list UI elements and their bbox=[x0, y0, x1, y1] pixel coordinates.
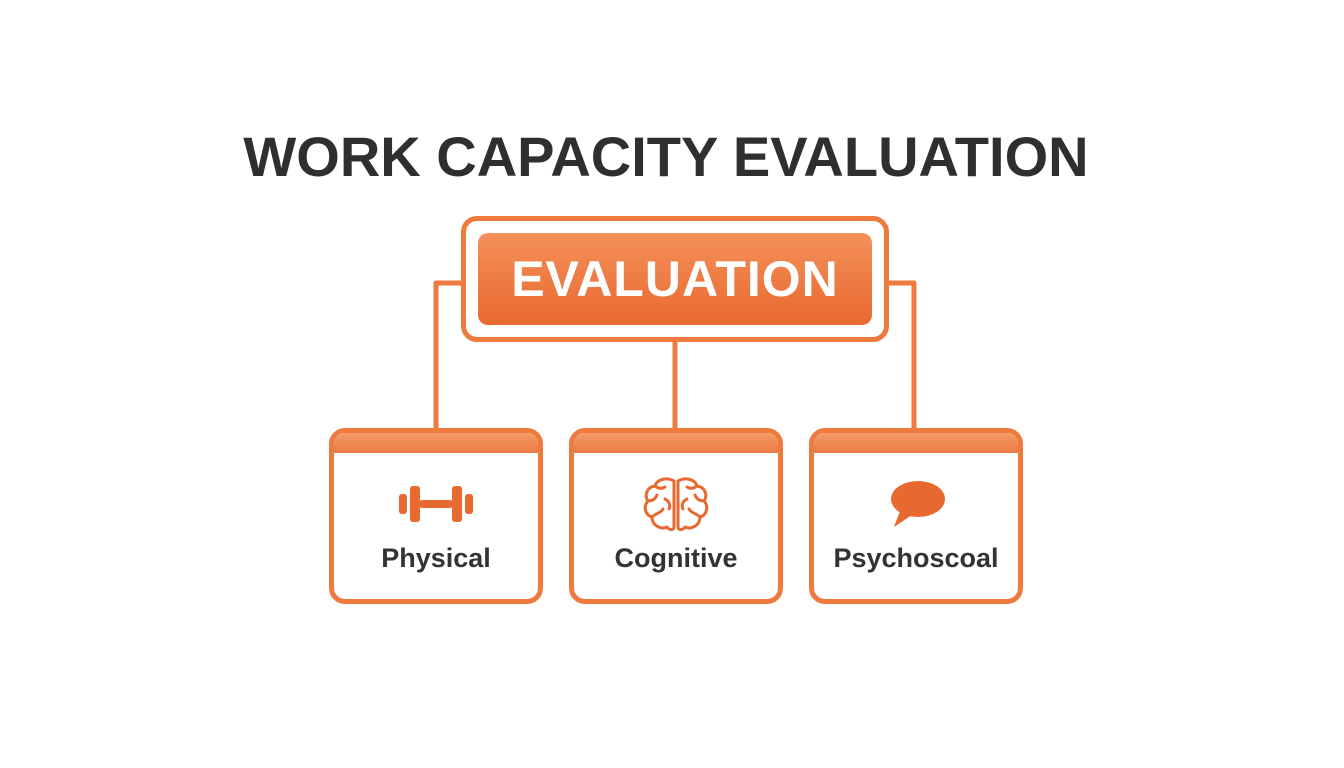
brain-icon bbox=[574, 477, 778, 532]
cognitive-label: Cognitive bbox=[614, 543, 738, 573]
evaluation-root-label: EVALUATION bbox=[511, 251, 839, 307]
psychosocial-card: Psychoscoal bbox=[809, 428, 1023, 604]
speech-bubble-icon bbox=[814, 479, 1018, 529]
physical-card: Physical bbox=[329, 428, 543, 604]
evaluation-root-banner: EVALUATION bbox=[478, 233, 872, 325]
card-header-bar bbox=[334, 433, 538, 453]
psychosocial-label: Psychoscoal bbox=[833, 543, 999, 573]
physical-label: Physical bbox=[381, 543, 491, 573]
diagram-title: WORK CAPACITY EVALUATION bbox=[243, 125, 1089, 188]
cognitive-card: Cognitive bbox=[569, 428, 783, 604]
connector-physical bbox=[433, 280, 461, 428]
dumbbell-icon bbox=[334, 479, 538, 529]
card-header-bar bbox=[814, 433, 1018, 453]
connector-psychosocial bbox=[889, 280, 917, 428]
card-header-bar bbox=[574, 433, 778, 453]
evaluation-root-node: EVALUATION bbox=[461, 216, 889, 342]
